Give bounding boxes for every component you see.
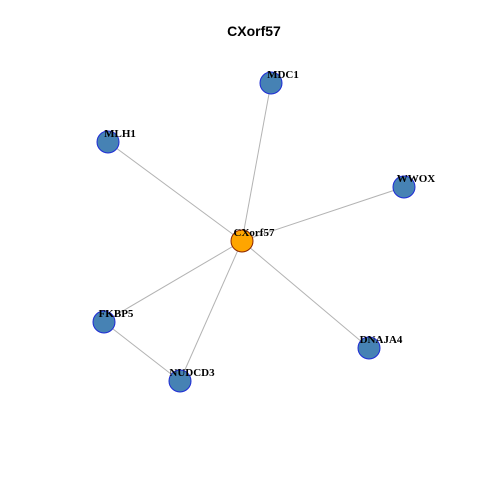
node-mdc1[interactable] — [259, 71, 283, 95]
node-layer — [92, 71, 416, 393]
edge-layer — [103, 82, 405, 382]
node-label-mlh1: MLH1 — [104, 128, 136, 140]
edge-cxorf57-mdc1 — [241, 82, 272, 242]
node-label-nudcd3: NUDCD3 — [169, 367, 215, 379]
node-wwox[interactable] — [392, 175, 416, 199]
edge-fkbp5-nudcd3 — [103, 321, 181, 382]
node-mlh1[interactable] — [96, 130, 120, 154]
node-label-cxorf57: CXorf57 — [234, 227, 275, 239]
node-cxorf57[interactable] — [230, 229, 254, 253]
edge-cxorf57-fkbp5 — [103, 240, 243, 323]
diagram-title: CXorf57 — [227, 23, 281, 39]
edge-cxorf57-dnaja4 — [241, 240, 370, 349]
node-fkbp5[interactable] — [92, 310, 116, 334]
edge-cxorf57-wwox — [241, 186, 405, 242]
edge-cxorf57-nudcd3 — [179, 240, 243, 382]
node-label-wwox: WWOX — [397, 173, 436, 185]
node-label-fkbp5: FKBP5 — [99, 308, 134, 320]
node-label-dnaja4: DNAJA4 — [360, 334, 403, 346]
node-dnaja4[interactable] — [357, 336, 381, 360]
node-label-mdc1: MDC1 — [267, 69, 299, 81]
node-nudcd3[interactable] — [168, 369, 192, 393]
edge-cxorf57-mlh1 — [107, 141, 243, 242]
